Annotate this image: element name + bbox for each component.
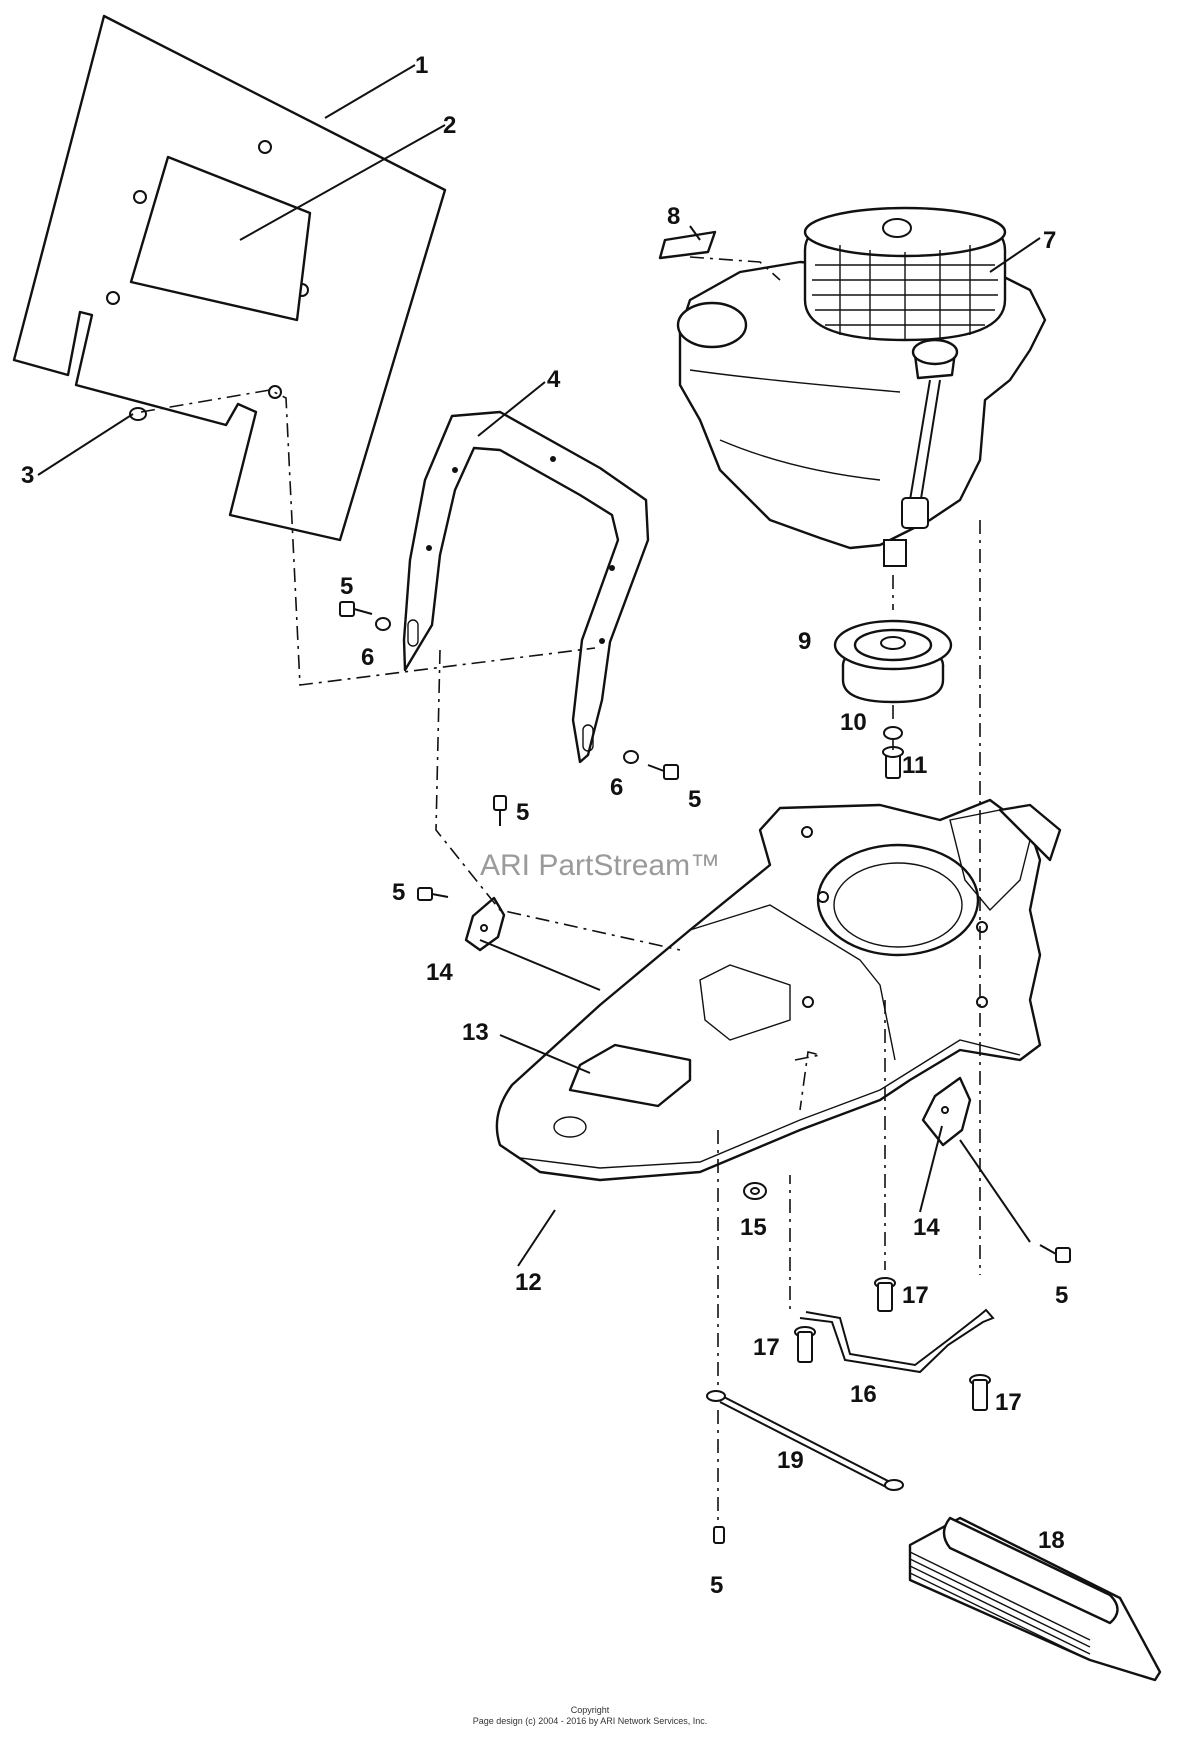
spacer-part[interactable] [623,750,639,764]
callout-12: 12 [515,1269,542,1296]
rod-part[interactable] [799,1308,995,1374]
bolt-part[interactable] [882,746,904,779]
copyright-line: Page design (c) 2004 - 2016 by ARI Netwo… [473,1716,708,1726]
decal-part[interactable] [129,155,312,322]
callout-7: 7 [1043,227,1056,254]
callout-10: 10 [840,709,867,736]
callout-5: 5 [516,799,529,826]
callout-17: 17 [753,1334,780,1361]
callout-5: 5 [392,879,405,906]
callout-5: 5 [1055,1282,1068,1309]
callout-18: 18 [1038,1527,1065,1554]
bracket-part[interactable] [921,1076,972,1147]
callout-17: 17 [995,1389,1022,1416]
bolt-part[interactable] [874,1277,896,1312]
callout-16: 16 [850,1381,877,1408]
handle-bracket-part[interactable] [402,410,650,764]
callout-1: 1 [415,52,428,79]
callout-5: 5 [710,1572,723,1599]
pulley-part[interactable] [833,619,953,704]
screw-part[interactable] [713,1526,725,1544]
callout-9: 9 [798,628,811,655]
bracket-part[interactable] [464,896,506,952]
flap-part[interactable] [908,1516,1162,1682]
bolt-part[interactable] [417,887,449,901]
callout-5: 5 [688,786,701,813]
callout-6: 6 [361,644,374,671]
leader-lines [37,64,1041,1267]
callout-8: 8 [667,203,680,230]
nut-part[interactable] [743,1182,767,1200]
copyright-heading: Copyright [571,1705,610,1715]
callout-11: 11 [902,752,927,779]
bolt-part[interactable] [647,764,679,780]
bolt-part[interactable] [493,795,507,826]
bolt-part[interactable] [339,601,373,617]
connector-lines [140,256,981,1522]
panel-fastener-part[interactable] [129,407,147,421]
spacer-part[interactable] [375,617,391,631]
callout-19: 19 [777,1447,804,1474]
bolt-part[interactable] [969,1374,991,1411]
callout-17: 17 [902,1282,929,1309]
callout-15: 15 [740,1214,767,1241]
callout-3: 3 [21,462,34,489]
cable-part[interactable] [706,1390,904,1491]
callout-5: 5 [340,573,353,600]
washer-part[interactable] [883,726,903,740]
callout-13: 13 [462,1019,489,1046]
callout-6: 6 [610,774,623,801]
bolt-part[interactable] [1039,1244,1071,1263]
watermark-text: ARI PartStream™ [480,849,720,882]
callout-4: 4 [547,366,561,393]
label-part[interactable] [658,230,717,260]
callout-14: 14 [426,959,453,986]
callout-14: 14 [913,1214,940,1241]
bolt-part[interactable] [794,1326,816,1363]
callout-2: 2 [443,112,456,139]
callout-labels: 1 2 3 4 5 6 5 6 5 5 14 7 8 9 10 11 12 13… [21,52,1068,1599]
engine-part[interactable] [676,206,1047,567]
deck-decal-part[interactable] [568,1043,692,1108]
